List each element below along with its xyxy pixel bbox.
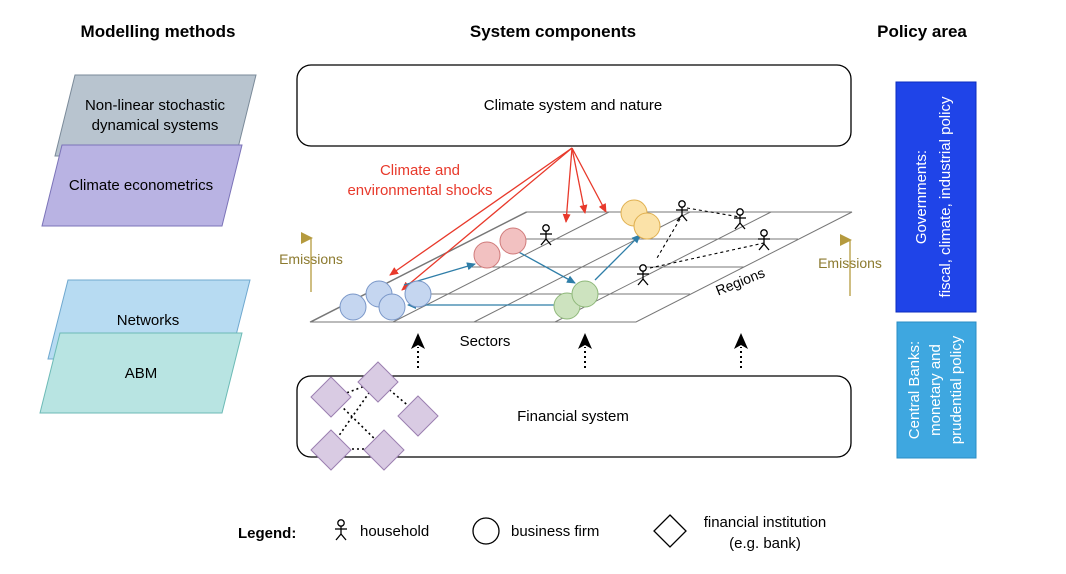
emissions-right: Emissions xyxy=(818,234,882,296)
central-banks-label-2: monetary and xyxy=(927,344,944,436)
legend-household-label: household xyxy=(360,523,429,540)
bank xyxy=(310,376,352,418)
legend-financial-label-2: (e.g. bank) xyxy=(729,535,801,552)
shocks-label-2: environmental shocks xyxy=(347,182,492,199)
method-nonlinear-label-1: Non-linear stochastic xyxy=(85,97,226,114)
legend-firm-icon xyxy=(472,517,500,545)
climate-system-box: Climate system and nature xyxy=(296,64,852,147)
header-policy-area: Policy area xyxy=(877,22,967,41)
method-nonlinear-label-2: dynamical systems xyxy=(92,117,219,134)
banks xyxy=(310,361,439,471)
financial-system-label: Financial system xyxy=(517,408,629,425)
header-modelling-methods: Modelling methods xyxy=(81,22,236,41)
governments-box: Governments: fiscal, climate, industrial… xyxy=(895,81,977,313)
governments-label-2: fiscal, climate, industrial policy xyxy=(937,96,954,297)
firms xyxy=(339,199,661,321)
legend-financial-label-1: financial institution xyxy=(704,514,827,531)
central-banks-label-1: Central Banks: xyxy=(906,341,923,439)
method-abm: ABM xyxy=(39,332,243,414)
central-banks-label-3: prudential policy xyxy=(948,335,965,444)
bank xyxy=(310,429,352,471)
firm xyxy=(404,280,432,308)
firm xyxy=(339,293,367,321)
header-system-components: System components xyxy=(470,22,636,41)
financial-system-box: Financial system xyxy=(296,375,852,458)
legend-firm-label: business firm xyxy=(511,523,599,540)
firm xyxy=(633,212,661,240)
method-econometrics-label: Climate econometrics xyxy=(69,177,213,194)
emissions-left: Emissions xyxy=(279,232,343,292)
shock-arrows xyxy=(389,147,607,291)
firm xyxy=(571,280,599,308)
legend-title: Legend: xyxy=(238,525,296,542)
firm xyxy=(473,241,501,269)
finance-links xyxy=(411,333,748,368)
shocks-label-1: Climate and xyxy=(380,162,460,179)
household-links xyxy=(649,207,765,269)
bank xyxy=(363,429,405,471)
firm xyxy=(378,293,406,321)
bank xyxy=(357,361,399,403)
method-nonlinear: Non-linear stochastic dynamical systems xyxy=(54,74,257,157)
legend-household-icon xyxy=(334,519,348,541)
climate-system-label: Climate system and nature xyxy=(484,97,662,114)
method-networks-label: Networks xyxy=(117,312,180,329)
method-abm-label: ABM xyxy=(125,365,158,382)
legend-financial-institution-icon xyxy=(653,514,687,548)
sectors-label: Sectors xyxy=(460,333,511,350)
bank xyxy=(397,395,439,437)
central-banks-box: Central Banks: monetary and prudential p… xyxy=(896,321,977,459)
method-econometrics: Climate econometrics xyxy=(41,144,243,227)
governments-label-1: Governments: xyxy=(913,150,930,244)
firm xyxy=(499,227,527,255)
legend: Legend: household business firm financia… xyxy=(238,514,826,552)
